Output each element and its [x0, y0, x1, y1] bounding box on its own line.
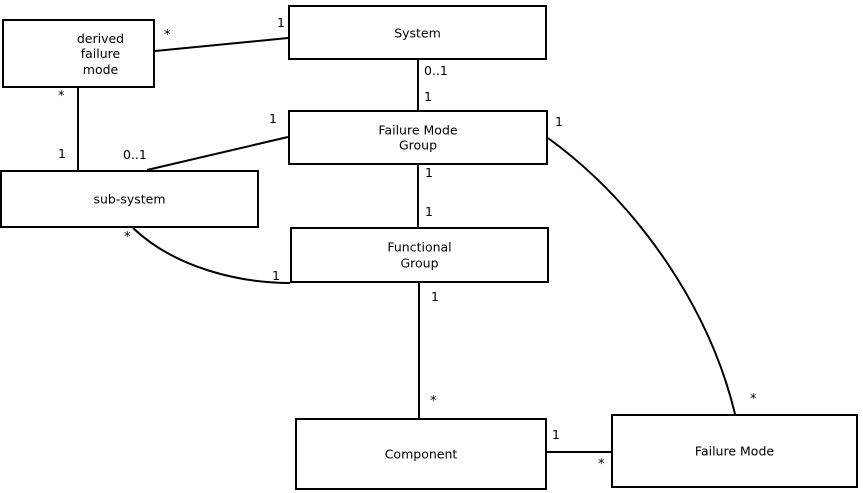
class-box-functional-group[interactable]: Functional Group: [290, 227, 549, 283]
multiplicity-sub-system-to-functional-group: *: [124, 230, 131, 245]
class-box-sub-system[interactable]: sub-system: [0, 170, 259, 228]
class-label-component: Component: [384, 446, 458, 462]
association-sub-system-functional-group: [132, 227, 291, 284]
class-box-failure-mode-group[interactable]: Failure Mode Group: [288, 110, 548, 165]
class-box-system[interactable]: System: [288, 5, 547, 60]
multiplicity-failure-mode-to-failure-mode-group: *: [750, 392, 757, 407]
multiplicity-sub-system-to-derived-failure-mode: 1: [58, 146, 66, 161]
association-failure-mode-group-failure-mode: [547, 137, 736, 415]
class-label-derived-failure-mode: derived failure mode: [76, 30, 125, 77]
multiplicity-derived-failure-mode-to-system: *: [164, 28, 171, 43]
multiplicity-derived-failure-mode-to-sub-system: *: [58, 89, 65, 104]
multiplicity-failure-mode-group-to-system: 1: [424, 89, 432, 104]
multiplicity-failure-mode-group-to-failure-mode: 1: [555, 114, 563, 129]
multiplicity-system-to-derived-failure-mode: 1: [277, 15, 285, 30]
multiplicity-component-to-failure-mode: 1: [552, 427, 560, 442]
association-derived-failure-mode-system: [154, 37, 289, 52]
class-box-component[interactable]: Component: [295, 418, 547, 490]
class-label-functional-group: Functional Group: [387, 239, 452, 271]
multiplicity-functional-group-to-component: 1: [431, 289, 439, 304]
class-label-failure-mode-group: Failure Mode Group: [378, 122, 458, 153]
association-sub-system-failure-mode-group: [146, 136, 289, 171]
class-label-failure-mode: Failure Mode: [694, 443, 775, 459]
multiplicity-sub-system-to-failure-mode-group: 0..1: [123, 147, 147, 162]
class-label-system: System: [394, 24, 441, 40]
multiplicity-failure-mode-to-component: *: [598, 457, 605, 472]
multiplicity-functional-group-to-sub-system: 1: [272, 268, 280, 283]
multiplicity-failure-mode-group-to-sub-system: 1: [269, 111, 277, 126]
multiplicity-failure-mode-group-to-functional-group: 1: [425, 165, 433, 180]
class-box-failure-mode[interactable]: Failure Mode: [611, 414, 858, 488]
class-label-sub-system: sub-system: [93, 191, 166, 207]
multiplicity-system-to-failure-mode-group: 0..1: [424, 63, 448, 78]
multiplicity-functional-group-to-failure-mode-group: 1: [425, 204, 433, 219]
class-box-derived-failure-mode[interactable]: derived failure mode: [2, 19, 155, 88]
multiplicity-component-to-functional-group: *: [430, 394, 437, 409]
